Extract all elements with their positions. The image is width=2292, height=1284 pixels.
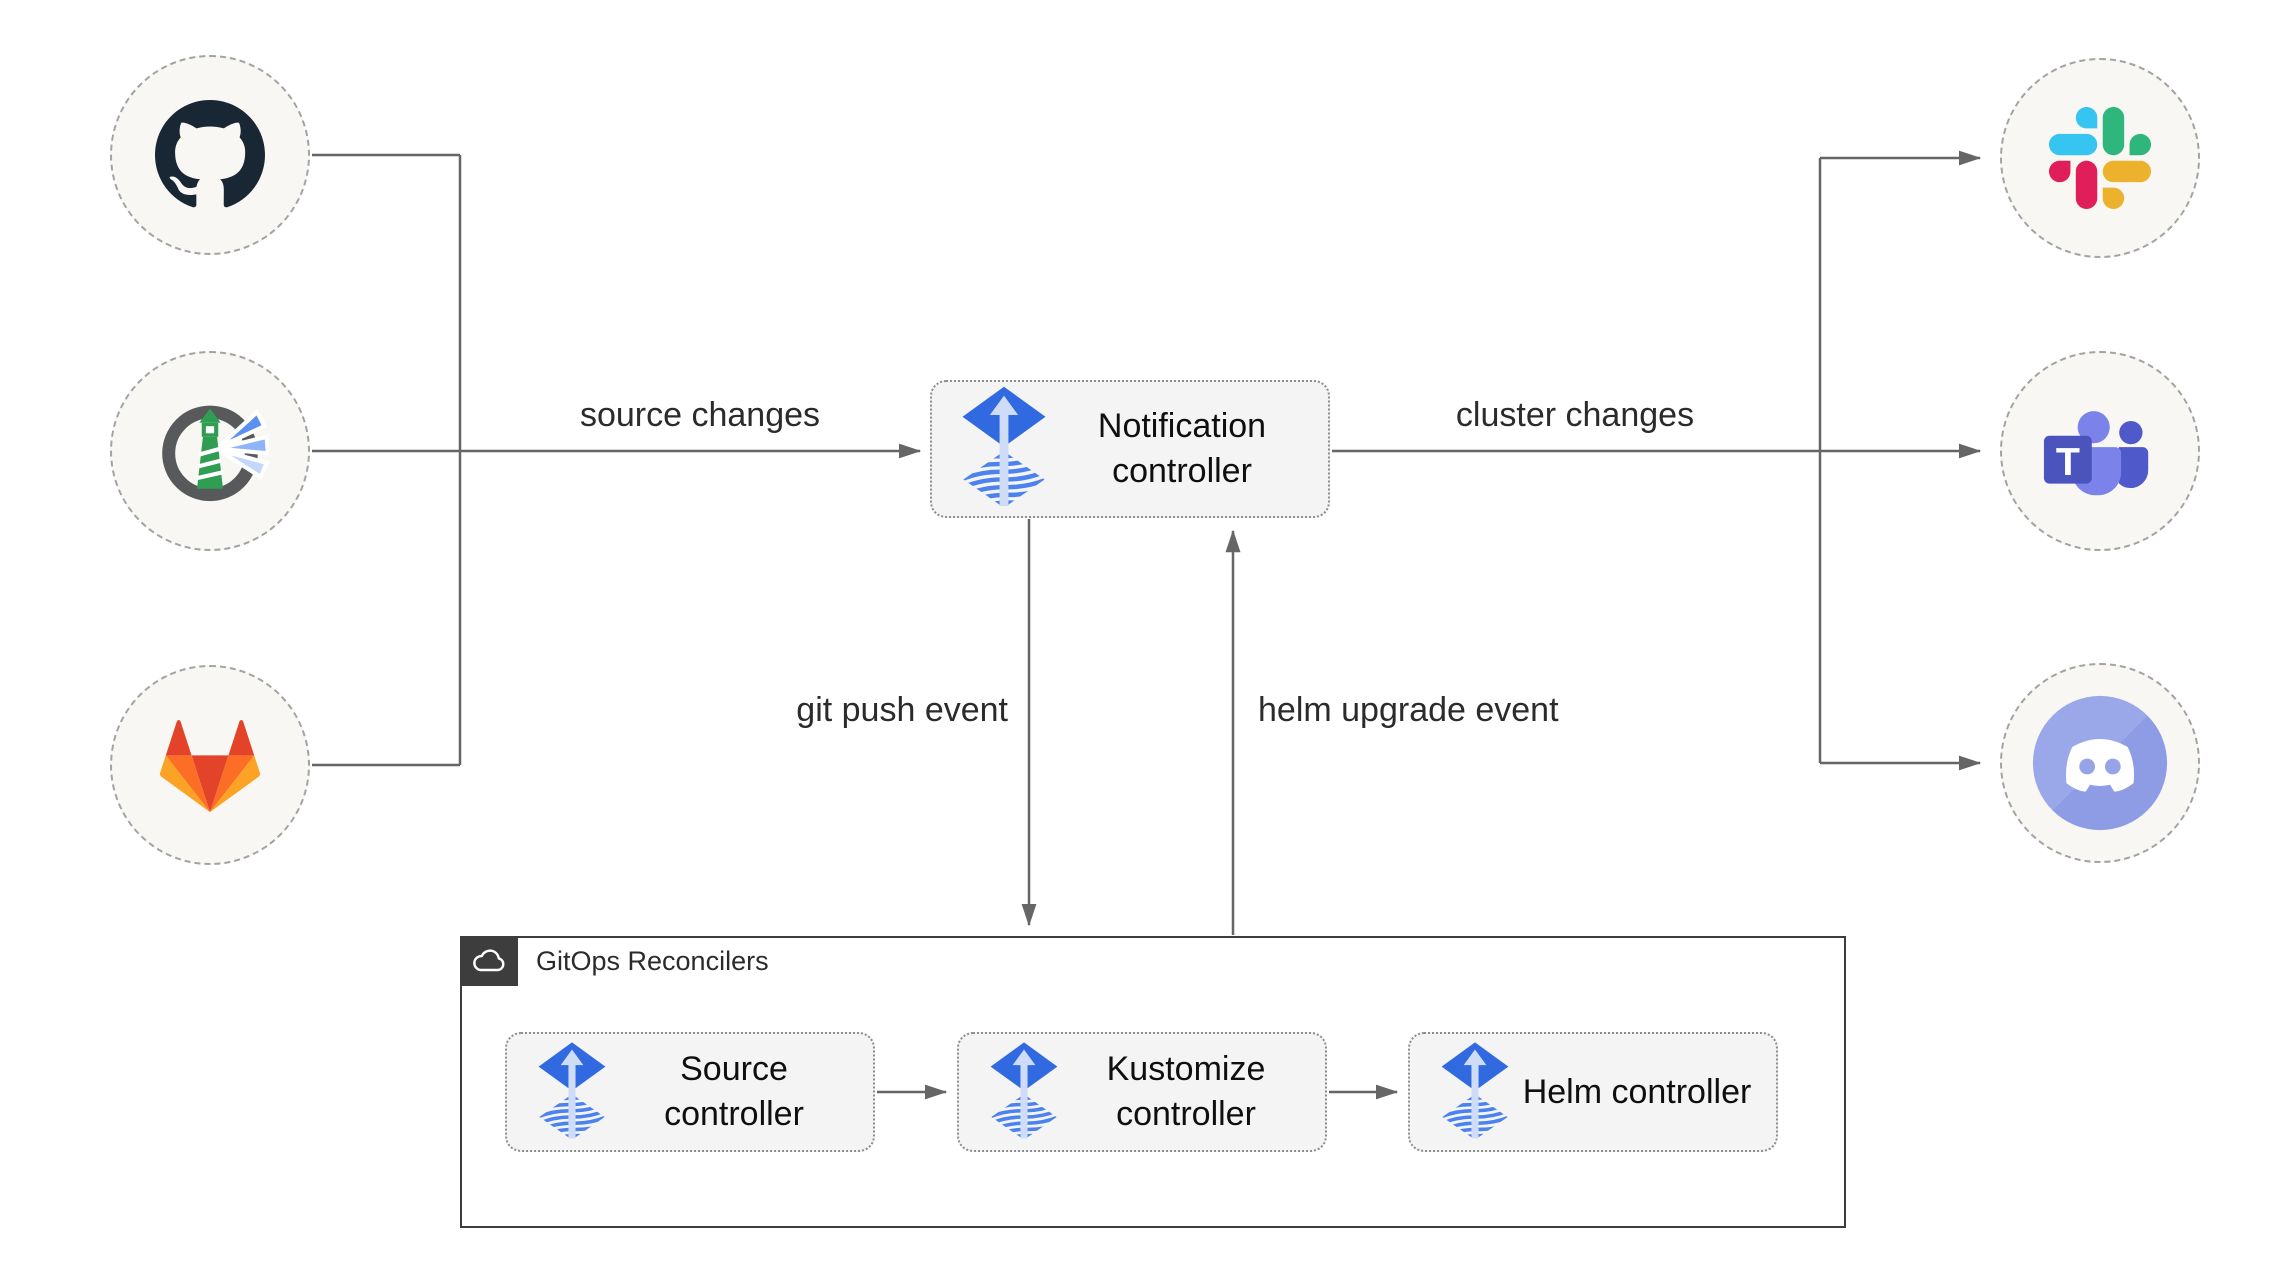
node-notification-controller: Notification controller [930, 380, 1330, 518]
source-node-gitlab [110, 665, 310, 865]
flux-icon [987, 1041, 1061, 1144]
node-source-controller: Source controller [505, 1032, 875, 1152]
edge-label-source-changes: source changes [579, 396, 821, 434]
edge-label-helm-upgrade-event: helm upgrade event [1258, 691, 1559, 729]
source-node-github [110, 55, 310, 255]
flux-icon [958, 385, 1050, 513]
node-label: Kustomize controller [1106, 1050, 1266, 1133]
edge-label-cluster-changes: cluster changes [1455, 396, 1695, 434]
github-icon [155, 100, 265, 210]
target-node-discord [2000, 663, 2200, 863]
target-node-slack [2000, 58, 2200, 258]
slack-icon [2049, 107, 2151, 209]
node-kustomize-controller: Kustomize controller [957, 1032, 1327, 1152]
node-label: Helm controller [1522, 1072, 1752, 1111]
flux-icon [535, 1041, 609, 1144]
node-label: Source controller [664, 1050, 804, 1133]
group-title: GitOps Reconcilers [536, 945, 769, 976]
flux-icon [1438, 1041, 1512, 1144]
gitlab-icon [150, 710, 270, 820]
group-gitops-reconcilers [460, 936, 1846, 1228]
source-node-harbor [110, 351, 310, 551]
group-badge [460, 936, 518, 986]
cloud-icon [471, 948, 507, 974]
target-node-teams [2000, 351, 2200, 551]
edge-label-git-push-event: git push event [796, 691, 1008, 729]
node-label: Notification controller [1097, 407, 1267, 490]
teams-icon [2037, 401, 2163, 502]
discord-icon [2030, 693, 2170, 833]
node-helm-controller: Helm controller [1408, 1032, 1778, 1152]
harbor-icon [151, 392, 269, 510]
